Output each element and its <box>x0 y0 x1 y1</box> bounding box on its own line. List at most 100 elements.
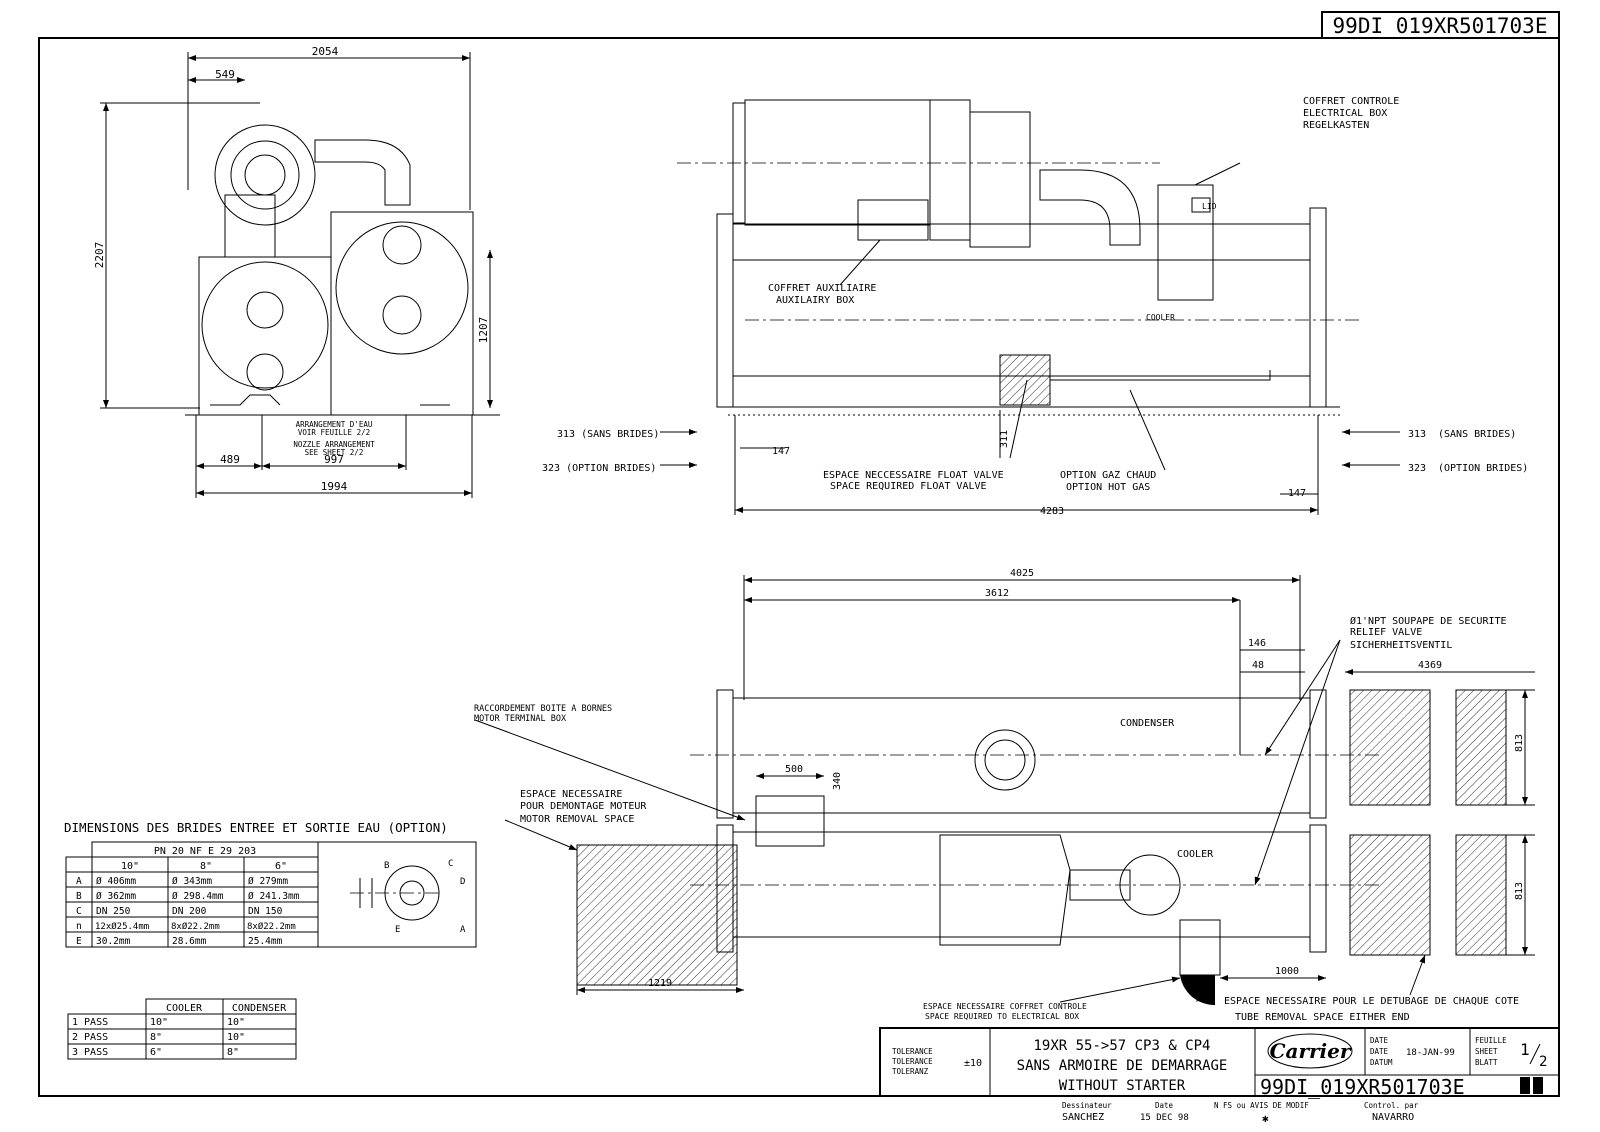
dim-313-right: 313 <box>1408 429 1426 440</box>
dim-1219: 1219 <box>648 978 672 989</box>
flange-row-key: C <box>76 906 82 917</box>
callout-c: C <box>448 859 453 869</box>
flange-row-key: B <box>76 891 82 902</box>
compressor-side <box>969 111 1031 248</box>
flange-cell: 8xØ22.2mm <box>247 921 296 932</box>
dim-4369: 4369 <box>1418 660 1442 671</box>
dim-4283: 4283 <box>1040 506 1064 517</box>
dim-323-right-text: (OPTION BRIDES) <box>1438 463 1528 474</box>
footer-dessinateur-label: Dessinateur <box>1062 1101 1112 1110</box>
drawing-frame <box>38 37 1560 1097</box>
callout-b: B <box>384 861 389 871</box>
pass-cell: 10" <box>227 1017 245 1028</box>
flange-cell: DN 250 <box>96 906 131 917</box>
dim-r305: R305 <box>1196 995 1215 1004</box>
flange-cell: Ø 298.4mm <box>172 891 224 902</box>
label-motor-removal-2: POUR DEMONTAGE MOTEUR <box>520 801 647 812</box>
flange-cell: 28.6mm <box>172 936 207 947</box>
condenser-shell <box>335 221 469 355</box>
control-box <box>1157 184 1214 301</box>
footer-control-label: Control. par <box>1364 1101 1419 1110</box>
flange-cell: DN 200 <box>172 906 207 917</box>
flange-cell: 25.4mm <box>248 936 283 947</box>
note-nozzle-1: NOZZLE ARRANGEMENT <box>293 440 375 449</box>
flange-row-key: E <box>76 936 82 947</box>
callout-d: D <box>460 877 465 887</box>
footer-dessinateur: SANCHEZ <box>1062 1112 1104 1123</box>
date-label-en: DATE <box>1370 1047 1389 1056</box>
dim-813-bottom: 813 <box>1514 882 1525 900</box>
pass-cell: 8" <box>150 1032 162 1043</box>
pass-table <box>67 998 297 1060</box>
pass-col-cooler: COOLER <box>166 1003 203 1014</box>
dim-323-right: 323 <box>1408 463 1426 474</box>
label-relief-fr: Ø1'NPT SOUPAPE DE SECURITE <box>1350 615 1507 627</box>
pass-cell: 8" <box>227 1047 239 1058</box>
footer-modif: ✱ <box>1262 1112 1269 1125</box>
footer-modif-label: N FS ou AVIS DE MODIF <box>1214 1101 1309 1110</box>
label-elec-space-fr: ESPACE NECESSAIRE COFFRET CONTROLE <box>923 1002 1087 1011</box>
label-cooler-side: COOLER <box>1146 313 1175 322</box>
label-relief-en: RELIEF VALVE <box>1350 627 1422 638</box>
motor-removal-space <box>576 844 738 986</box>
pass-col-condenser: CONDENSER <box>232 1003 287 1014</box>
flange-table-title: DIMENSIONS DES BRIDES ENTREE ET SORTIE E… <box>64 820 448 835</box>
label-aux-box-fr: COFFRET AUXILIAIRE <box>768 283 876 294</box>
pass-cell: 10" <box>150 1017 168 1028</box>
side-view <box>660 99 1400 515</box>
label-tube-removal-en: TUBE REMOVAL SPACE EITHER END <box>1235 1012 1410 1023</box>
label-terminal-en: MOTOR TERMINAL BOX <box>474 714 567 724</box>
note-nozzle-2: SEE SHEET 2/2 <box>305 448 364 457</box>
drawing-number-tab <box>1321 11 1560 39</box>
flange-row-key: n <box>76 921 82 932</box>
tolerance-en: TOLERANCE <box>892 1057 933 1066</box>
pass-cell: 6" <box>150 1047 162 1058</box>
title-line-3: WITHOUT STARTER <box>1059 1078 1186 1094</box>
flange-cell: DN 150 <box>248 906 283 917</box>
label-float-valve-fr: ESPACE NECCESSAIRE FLOAT VALVE <box>823 470 1004 481</box>
flange-col-6: 6" <box>275 861 287 872</box>
title-line-2: SANS ARMOIRE DE DEMARRAGE <box>1017 1058 1228 1074</box>
label-condenser: CONDENSER <box>1120 718 1175 729</box>
footer-date: 15 DEC 98 <box>1140 1113 1189 1123</box>
tolerance-value: ±10 <box>964 1058 982 1069</box>
drawing-number-top: 99DI_019XR501703E <box>1333 14 1548 38</box>
label-motor-removal-3: MOTOR REMOVAL SPACE <box>520 814 634 825</box>
label-hot-gas-fr: OPTION GAZ CHAUD <box>1060 470 1156 481</box>
cooler-plan <box>732 831 1311 938</box>
dim-549: 549 <box>215 68 235 81</box>
flange-cell: Ø 241.3mm <box>248 891 300 902</box>
dim-3612: 3612 <box>985 588 1009 599</box>
title-block <box>879 1027 1560 1097</box>
dim-1994: 1994 <box>321 480 348 493</box>
dim-48: 48 <box>1252 660 1264 671</box>
callout-e: E <box>395 925 400 935</box>
flange-cell: Ø 406mm <box>96 876 136 887</box>
tolerance-fr: TOLERANCE <box>892 1047 933 1056</box>
flange-cell: 12xØ25.4mm <box>95 921 149 932</box>
compressor-volute <box>214 124 316 226</box>
sheet-label-fr: FEUILLE <box>1475 1036 1507 1045</box>
dim-146: 146 <box>1248 638 1266 649</box>
drawing-number-bottom: 99DI_019XR501703E <box>1260 1075 1465 1099</box>
brand-name: Carrier <box>1270 1039 1352 1063</box>
dim-340: 340 <box>832 772 843 790</box>
end-view <box>100 52 500 498</box>
flange-cell: Ø 343mm <box>172 876 212 887</box>
label-terminal-fr: RACCORDEMENT BOITE A BORNES <box>474 704 612 714</box>
dim-813-top: 813 <box>1514 734 1525 752</box>
cooler-shell <box>201 261 329 389</box>
sheet-number: 1 <box>1520 1040 1530 1059</box>
label-electrical-box-en: ELECTRICAL BOX <box>1303 108 1387 119</box>
flange-col-8: 8" <box>200 861 212 872</box>
flange-cell: Ø 279mm <box>248 876 288 887</box>
dim-500: 500 <box>785 764 803 775</box>
label-aux-box-en: AUXILAIRY BOX <box>776 295 854 306</box>
flange-row-key: A <box>76 876 82 887</box>
label-relief-de: SICHERHEITSVENTIL <box>1350 640 1452 651</box>
note-water-2: VOIR FEUILLE 2/2 <box>298 428 370 437</box>
dim-147-left: 147 <box>772 446 790 457</box>
dim-997: 997 <box>324 453 344 466</box>
aux-box <box>857 199 929 241</box>
